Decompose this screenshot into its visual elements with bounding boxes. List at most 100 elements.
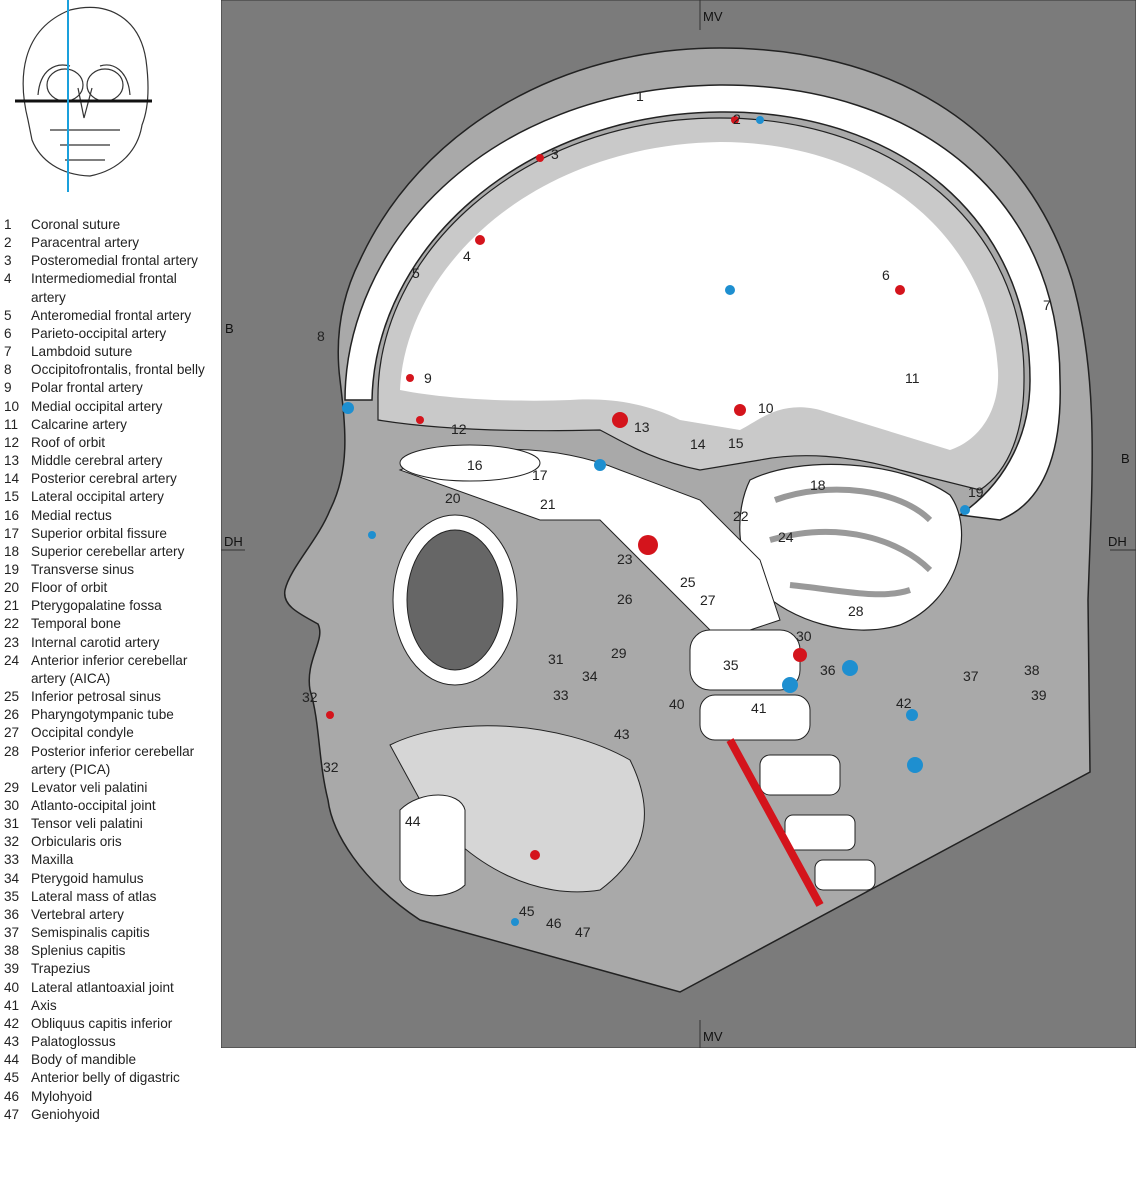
legend-text: Splenius capitis xyxy=(31,943,126,959)
legend-text: Levator veli palatini xyxy=(31,779,148,795)
legend-item: 45 Anterior belly of digastric xyxy=(0,1069,215,1087)
legend-number: 24 xyxy=(4,652,20,668)
legend-number: 16 xyxy=(4,507,20,523)
legend-text: Superior orbital fissure xyxy=(31,525,167,541)
legend-number: 42 xyxy=(4,1015,20,1031)
callout-label: 22 xyxy=(733,508,749,524)
legend-number: 17 xyxy=(4,525,20,541)
legend-number: 15 xyxy=(4,489,20,505)
callout-label: 1 xyxy=(636,88,644,104)
legend-item: 38 Splenius capitis xyxy=(0,942,215,960)
veins xyxy=(342,116,970,926)
callout-label: 20 xyxy=(445,490,461,506)
legend-text: Transverse sinus xyxy=(31,561,134,577)
legend-text: Palatoglossus xyxy=(31,1034,116,1050)
legend-item: 39 Trapezius xyxy=(0,960,215,978)
legend-text: Posteromedial frontal artery xyxy=(31,253,198,269)
legend-number: 20 xyxy=(4,580,20,596)
legend-text: Lateral mass of atlas xyxy=(31,888,157,904)
callout-label: 45 xyxy=(519,903,535,919)
legend-number: 12 xyxy=(4,434,20,450)
legend-number: 33 xyxy=(4,852,20,868)
legend-item: 44 Body of mandible xyxy=(0,1051,215,1069)
legend-number: 46 xyxy=(4,1088,20,1104)
legend-text: Lambdoid suture xyxy=(31,344,133,360)
legend-text: Trapezius xyxy=(31,961,91,977)
legend-number: 31 xyxy=(4,816,20,832)
legend-text: Obliquus capitis inferior xyxy=(31,1015,173,1031)
legend-number: 25 xyxy=(4,689,20,705)
legend-number: 18 xyxy=(4,543,20,559)
callout-label: 38 xyxy=(1024,662,1040,678)
legend-number: 39 xyxy=(4,961,20,977)
legend-number: 38 xyxy=(4,943,20,959)
legend-item: 17 Superior orbital fissure xyxy=(0,525,215,543)
legend-number: 6 xyxy=(4,325,12,341)
edge-label-dh-right: DH xyxy=(1108,534,1127,549)
callout-label: 19 xyxy=(968,484,984,500)
legend-number: 37 xyxy=(4,925,20,941)
legend-number: 47 xyxy=(4,1106,20,1122)
legend-text: Lateral atlantoaxial joint xyxy=(31,979,174,995)
legend-number: 23 xyxy=(4,634,20,650)
legend-text: Paracentral artery xyxy=(31,235,140,251)
callout-label: 2 xyxy=(733,111,741,127)
arteries xyxy=(326,116,905,860)
legend-number: 45 xyxy=(4,1070,20,1086)
legend-number: 26 xyxy=(4,707,20,723)
legend-text: Posterior inferior cerebellar artery (PI… xyxy=(31,743,195,777)
callout-label: 21 xyxy=(540,496,556,512)
legend-number: 44 xyxy=(4,1052,20,1068)
legend-number: 7 xyxy=(4,344,12,360)
callout-label: 44 xyxy=(405,813,421,829)
white-matter xyxy=(400,142,999,450)
legend-number: 27 xyxy=(4,725,20,741)
legend-item: 29 Levator veli palatini xyxy=(0,779,215,797)
legend-text: Posterior cerebral artery xyxy=(31,471,177,487)
callout-label: 15 xyxy=(728,435,744,451)
legend-number: 21 xyxy=(4,598,20,614)
legend-number: 1 xyxy=(4,217,12,232)
legend-text: Anterior belly of digastric xyxy=(31,1070,180,1086)
legend-text: Geniohyoid xyxy=(31,1106,100,1122)
legend-number: 8 xyxy=(4,362,12,378)
legend-number: 22 xyxy=(4,616,20,632)
legend-text: Body of mandible xyxy=(31,1052,137,1068)
legend-text: Parieto-occipital artery xyxy=(31,325,167,341)
callout-label: 8 xyxy=(317,328,325,344)
legend-item: 6 Parieto-occipital artery xyxy=(0,325,215,343)
legend-number: 34 xyxy=(4,870,20,886)
legend-text: Pterygopalatine fossa xyxy=(31,598,162,614)
legend-number: 2 xyxy=(4,235,12,251)
legend-number: 29 xyxy=(4,779,20,795)
callout-label: 42 xyxy=(896,695,912,711)
legend-text: Semispinalis capitis xyxy=(31,925,150,941)
callout-label: 43 xyxy=(614,726,630,742)
edge-ticks xyxy=(221,0,1136,1048)
callout-label: 33 xyxy=(553,687,569,703)
callout-label: 6 xyxy=(882,267,890,283)
callout-label: 41 xyxy=(751,700,767,716)
callout-label: 26 xyxy=(617,591,633,607)
tongue xyxy=(389,725,645,893)
callout-label: 37 xyxy=(963,668,979,684)
callout-label: 12 xyxy=(451,421,467,437)
legend-number: 32 xyxy=(4,834,20,850)
callout-label: 10 xyxy=(758,400,774,416)
